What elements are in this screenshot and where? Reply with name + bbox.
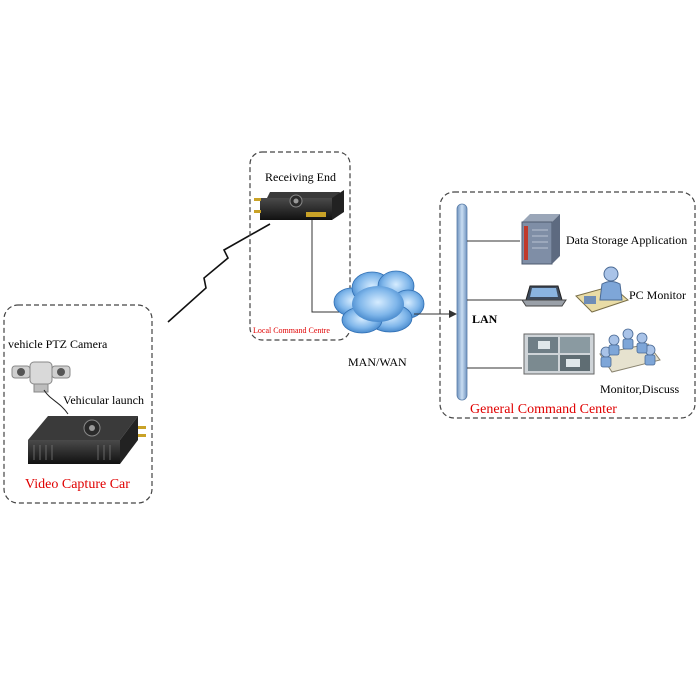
local-command-centre-zone: Receiving End Local Command Centre [249,151,351,341]
vehicle-ptz-camera-label: vehicle PTZ Camera [8,337,108,351]
man-wan-label: MAN/WAN [348,355,407,369]
pc-monitor-person-icon [575,266,629,313]
video-capture-car-title: Video Capture Car [25,477,130,492]
laptop-icon [521,285,567,307]
pc-monitor-label: PC Monitor [629,288,686,302]
receiver-to-cloud-line [311,220,340,313]
video-capture-car-boundary [3,304,153,504]
lan-label: LAN [472,312,498,326]
video-capture-car-zone: vehicle PTZ Camera Vehicular launch [3,304,153,504]
wireless-link-bolt [167,223,271,323]
data-storage-application-label: Data Storage Application [566,233,687,247]
local-command-centre-boundary [249,151,351,341]
ptz-camera-icon [11,361,71,393]
man-wan-cloud-icon [333,270,425,334]
data-storage-server-icon [521,214,560,265]
general-command-center-boundary [439,191,696,419]
camera-cable [43,389,69,415]
meeting-group-icon [599,328,661,373]
vehicular-launch-label: Vehicular launch [63,393,144,407]
general-command-center-zone: LAN Data Storage Application [439,191,696,419]
general-command-center-title: General Command Center [470,402,617,417]
local-command-centre-title: Local Command Centre [253,326,330,335]
vehicular-launch-device-icon [28,416,146,464]
receiving-end-label: Receiving End [265,170,336,184]
monitor-discuss-label: Monitor,Discuss [600,382,680,396]
video-wall-icon [523,333,595,375]
lan-bus [456,203,468,401]
receiving-end-device-icon [254,190,344,220]
